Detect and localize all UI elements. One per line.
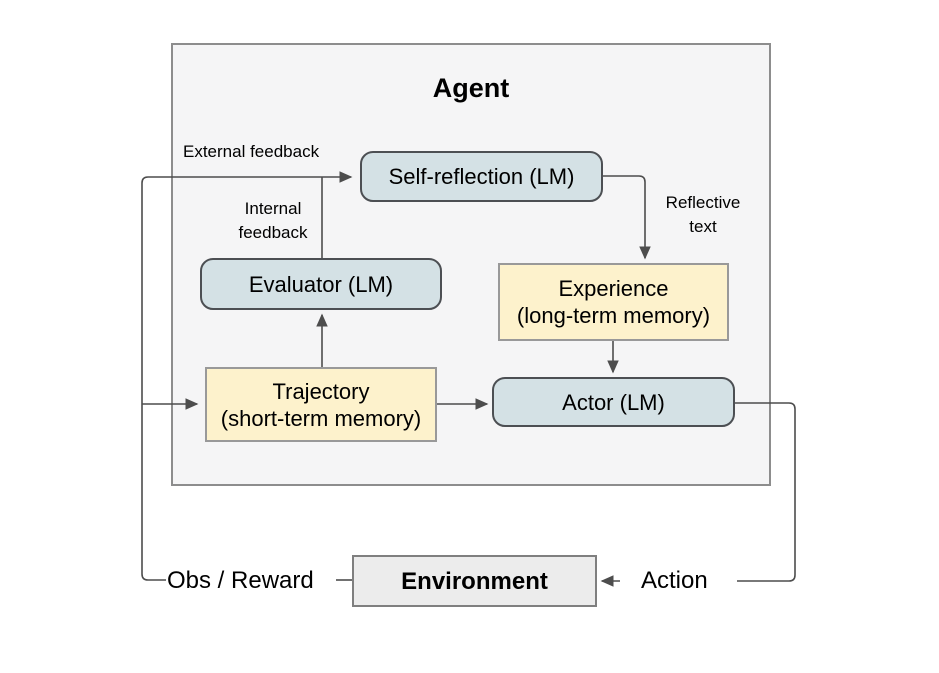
node-evaluator-label: Evaluator (LM)	[248, 271, 394, 297]
node-evaluator: Evaluator (LM)	[200, 258, 442, 310]
node-self-reflection: Self-reflection (LM)	[360, 151, 603, 202]
label-internal-feedback-line2: feedback	[238, 223, 308, 242]
node-actor: Actor (LM)	[492, 377, 735, 427]
label-internal-feedback: Internal feedback	[232, 197, 314, 245]
label-obs-reward: Obs / Reward	[167, 567, 314, 595]
node-actor-label: Actor (LM)	[562, 389, 665, 415]
label-external-feedback-text: External feedback	[183, 142, 320, 161]
label-reflective-text-line1: Reflective	[665, 193, 741, 212]
edge-env-obs-to-selfreflection	[141, 171, 353, 581]
label-reflective-text: Reflective text	[657, 191, 749, 239]
node-experience-subtitle: (long-term memory)	[516, 303, 711, 328]
node-trajectory: Trajectory (short-term memory)	[205, 367, 437, 442]
node-environment-label: Environment	[401, 567, 548, 595]
node-experience: Experience (long-term memory)	[498, 263, 729, 341]
node-environment: Environment	[352, 555, 597, 607]
label-external-feedback: External feedback	[183, 140, 319, 164]
agent-title: Agent	[432, 73, 510, 103]
node-self-reflection-label: Self-reflection (LM)	[388, 164, 575, 189]
label-obs-reward-text: Obs / Reward	[167, 567, 314, 594]
label-reflective-text-line2: text	[689, 217, 717, 236]
edge-actor-to-action	[735, 402, 796, 582]
label-internal-feedback-line1: Internal	[244, 199, 302, 218]
node-experience-title: Experience	[558, 276, 669, 301]
label-action: Action	[641, 567, 708, 595]
node-trajectory-subtitle: (short-term memory)	[220, 405, 422, 431]
node-trajectory-title: Trajectory	[272, 378, 370, 404]
label-action-text: Action	[641, 567, 708, 594]
edge-selfreflection-to-experience	[603, 175, 651, 260]
